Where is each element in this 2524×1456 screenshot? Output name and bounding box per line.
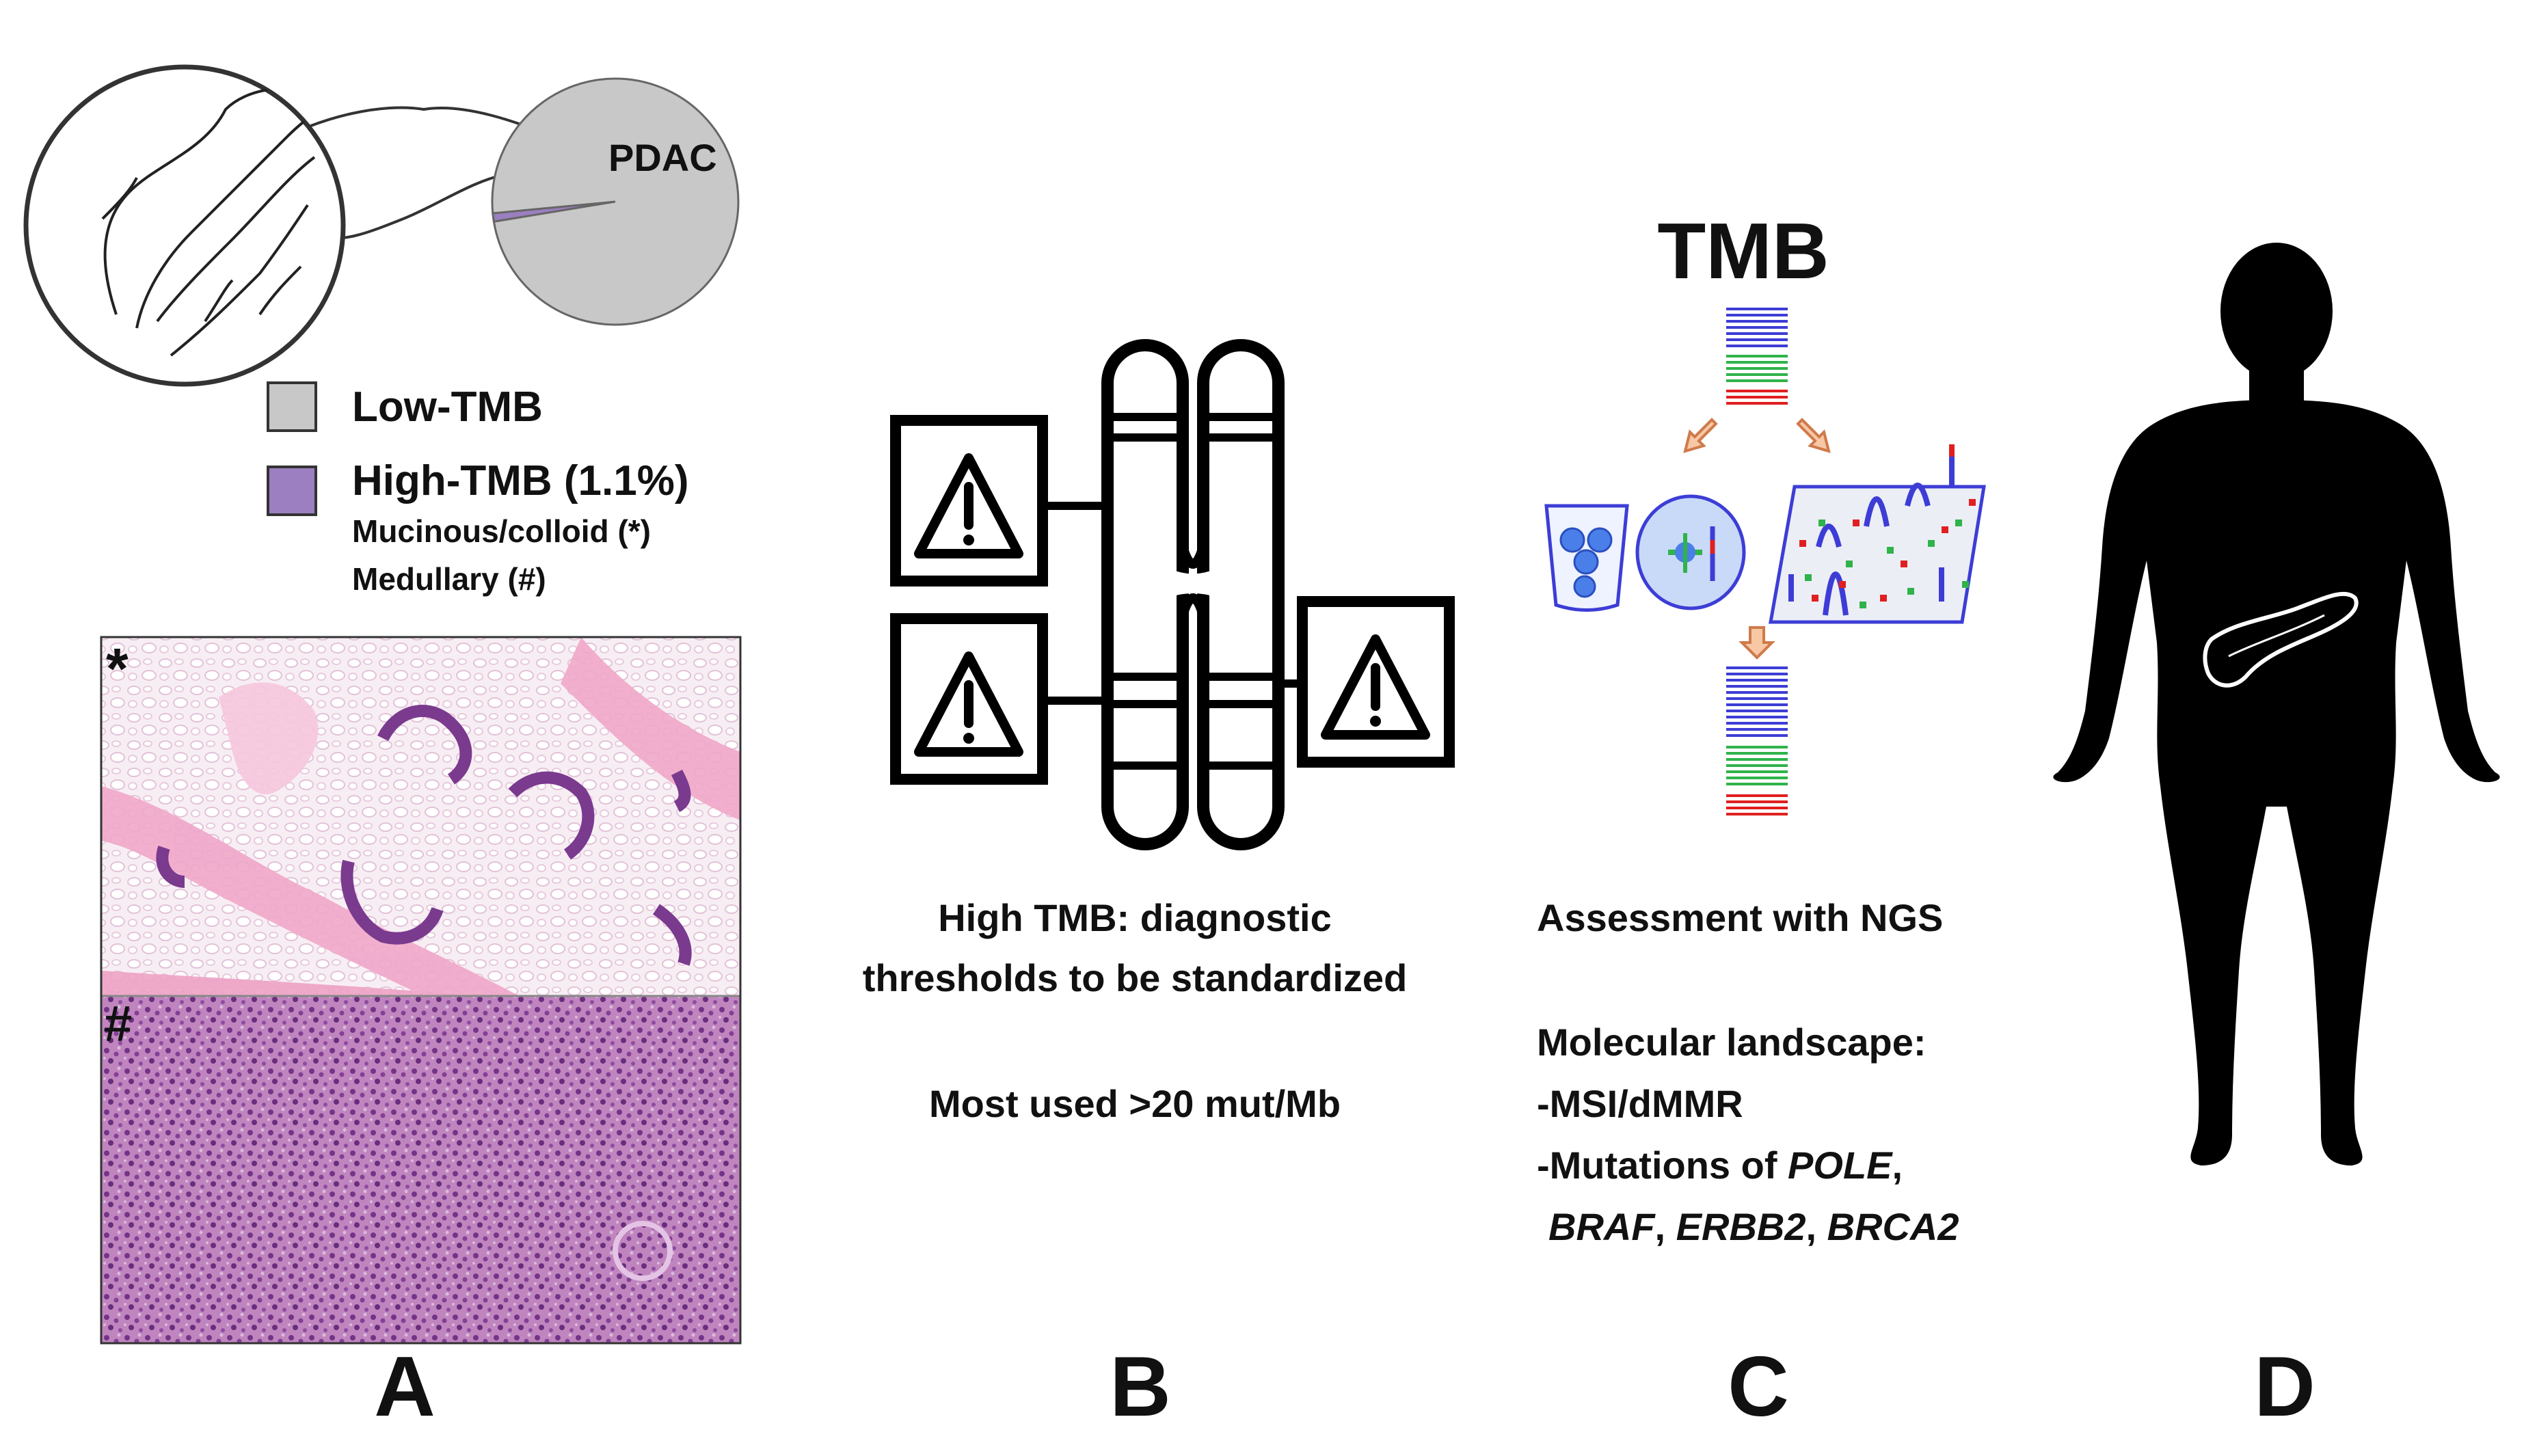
chromosome-warning-icon (890, 339, 1455, 850)
tmb-bar-line (1726, 728, 1788, 731)
arrow-down-icon (1738, 626, 1775, 660)
legend-swatch-high-tmb (267, 466, 317, 516)
panel-label-b: B (1110, 1340, 1171, 1434)
tmb-bar-line (1726, 691, 1788, 694)
tmb-bar-line (1726, 666, 1788, 669)
legend-low-tmb-label: Low-TMB (352, 383, 543, 431)
histology-image (100, 636, 742, 1345)
panel-c-item-genes: BRAF, ERBB2, BRCA2 (1548, 1204, 1959, 1249)
human-body-silhouette (2053, 243, 2500, 1165)
tmb-bar-line (1726, 703, 1788, 706)
tmb-bar-line (1726, 800, 1788, 803)
pdac-pie-chart (491, 77, 740, 326)
panel-b-text-line1: High TMB: diagnostic (938, 896, 1332, 939)
tmb-bar-line (1726, 367, 1788, 370)
arrow-down-left-icon (1683, 418, 1718, 453)
tmb-bar-line (1726, 722, 1788, 725)
mutations-prefix: -Mutations of (1537, 1144, 1788, 1187)
tmb-bar-line (1726, 320, 1788, 323)
panel-label-d: D (2254, 1340, 2315, 1434)
gene-sep-2: , (1805, 1205, 1827, 1248)
tmb-bar-line (1726, 379, 1788, 382)
histology-marker-mucinous: * (106, 636, 129, 701)
gene-brca2: BRCA2 (1827, 1205, 1959, 1248)
panel-label-a: A (374, 1340, 435, 1434)
tmb-bar-stack-top (1726, 308, 1788, 405)
panel-b-text-line2: thresholds to be standardized (862, 956, 1408, 999)
tmb-bar-line (1726, 314, 1788, 316)
tmb-bar-line (1726, 679, 1788, 682)
tmb-bar-line (1726, 777, 1788, 779)
tmb-bar-line (1726, 783, 1788, 785)
tmb-bar-stack-bottom (1726, 666, 1788, 815)
legend-swatch-low-tmb (267, 381, 317, 432)
panel-c-item-mutations: -Mutations of POLE, (1537, 1143, 1903, 1187)
panel-label-c: C (1728, 1340, 1789, 1434)
tmb-bar-line (1726, 813, 1788, 815)
arrow-down-right-icon (1796, 418, 1831, 453)
histology-mucinous (101, 637, 740, 996)
legend-high-tmb-label: High-TMB (1.1%) (352, 457, 689, 504)
pie-label-pdac: PDAC (608, 136, 717, 179)
panel-c-assessment: Assessment with NGS (1537, 896, 1944, 939)
pancreas-drawing (23, 64, 556, 387)
gene-sep-1: , (1654, 1205, 1676, 1248)
tmb-bar-line (1726, 752, 1788, 755)
panel-c-title-tmb: TMB (1657, 206, 1829, 295)
tmb-bar-line (1726, 355, 1788, 358)
tmb-bar-line (1726, 373, 1788, 376)
tmb-bar-line (1726, 332, 1788, 335)
tmb-bar-line (1726, 758, 1788, 761)
panel-c-landscape-title: Molecular landscape: (1537, 1021, 1926, 1064)
tmb-bar-line (1726, 710, 1788, 712)
tmb-bar-line (1726, 396, 1788, 399)
tmb-bar-line (1726, 764, 1788, 767)
gene-erbb2: ERBB2 (1676, 1205, 1806, 1248)
tmb-bar-line (1726, 673, 1788, 675)
pie-slice-low-tmb (491, 77, 740, 326)
tmb-bar-line (1726, 716, 1788, 718)
panel-c-item-msi: -MSI/dMMR (1537, 1082, 1743, 1125)
gene-pole: POLE (1788, 1144, 1892, 1187)
tmb-bar-line (1726, 746, 1788, 749)
tmb-bar-line (1726, 308, 1788, 310)
tmb-bar-line (1726, 770, 1788, 773)
tmb-bar-line (1726, 326, 1788, 329)
legend-mucinous-label: Mucinous/colloid (*) (352, 513, 651, 549)
tmb-bar-line (1726, 402, 1788, 405)
tmb-bar-line (1726, 338, 1788, 341)
legend-medullary-label: Medullary (#) (352, 561, 546, 597)
tmb-bar-line (1726, 345, 1788, 347)
histology-marker-medullary: # (104, 995, 133, 1052)
tmb-bar-line (1726, 697, 1788, 700)
tmb-bar-line (1726, 734, 1788, 737)
tmb-bar-line (1726, 685, 1788, 688)
mutations-comma: , (1892, 1144, 1903, 1187)
tmb-bar-line (1726, 807, 1788, 809)
tmb-bar-line (1726, 390, 1788, 392)
genome-plot-icon (1769, 485, 1986, 624)
tmb-bar-line (1726, 794, 1788, 797)
tmb-bar-line (1726, 361, 1788, 364)
ngs-workflow-icon (1544, 418, 1986, 660)
panel-b-text-line3: Most used >20 mut/Mb (928, 1082, 1341, 1125)
histology-medullary (101, 996, 740, 1343)
gene-braf: BRAF (1548, 1205, 1655, 1248)
pancreas-outline-icon (2203, 591, 2359, 688)
